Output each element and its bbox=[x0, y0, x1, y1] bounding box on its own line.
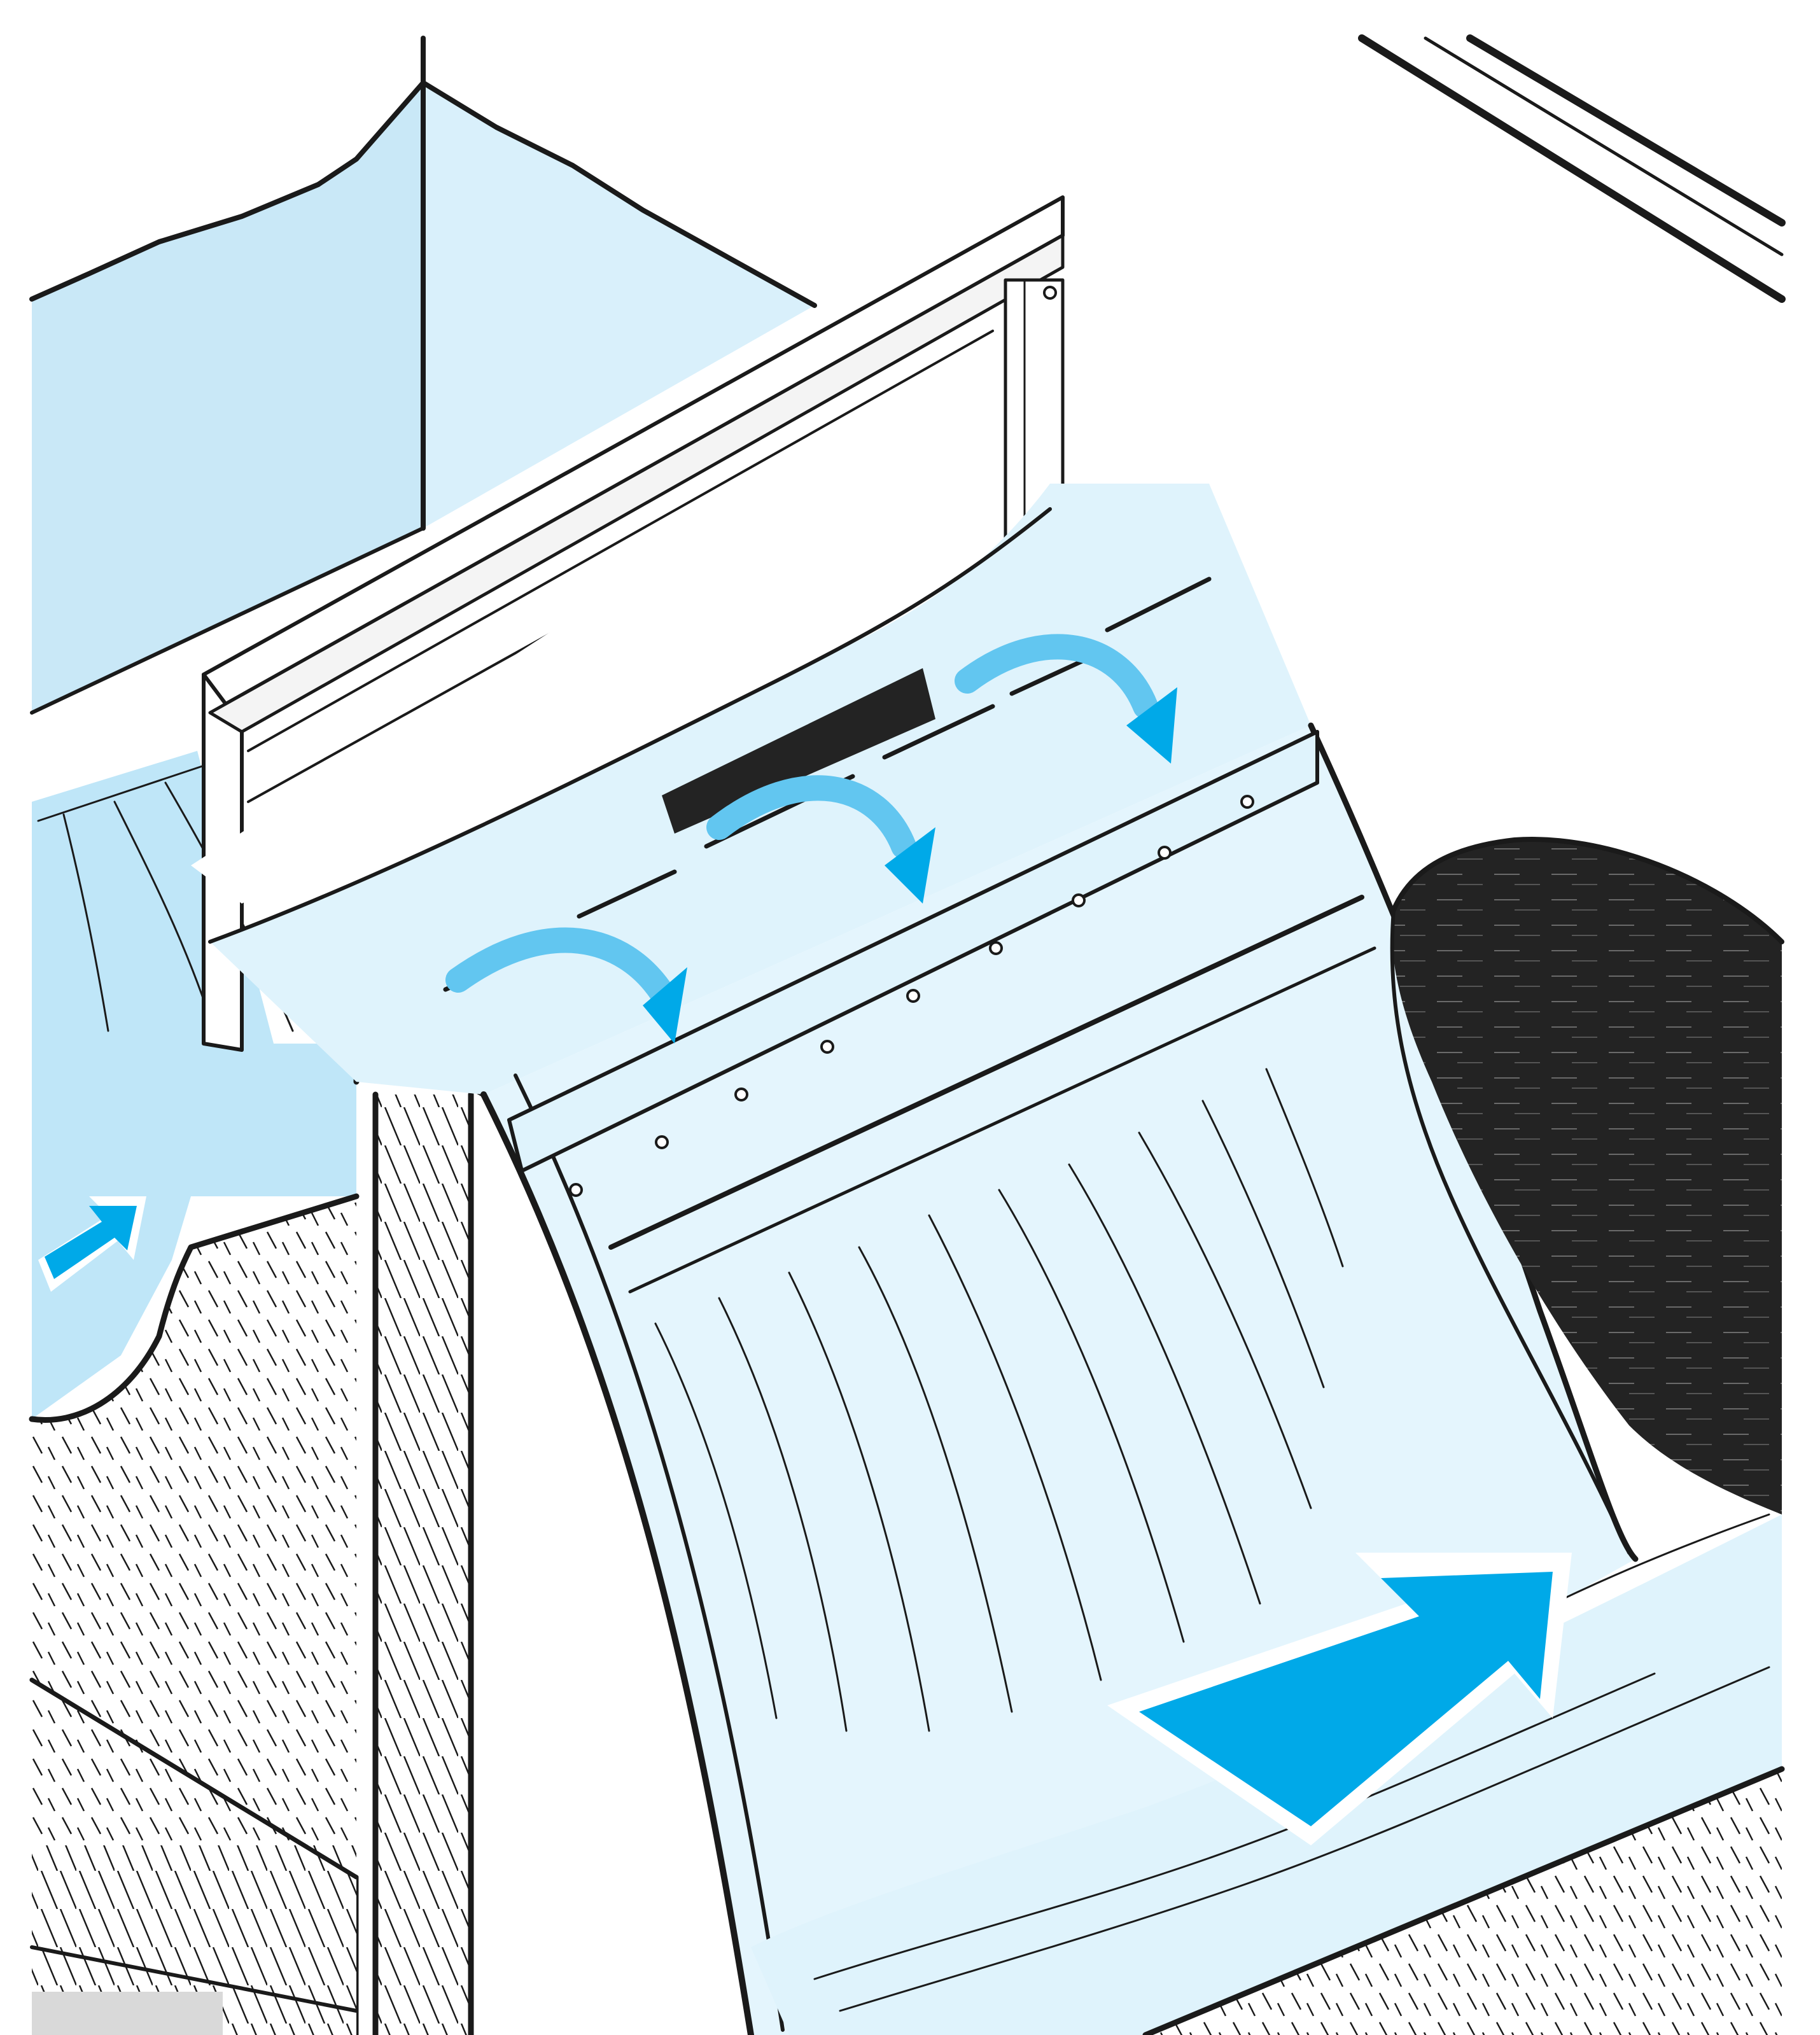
bolts bbox=[569, 795, 1254, 1197]
baffle-plate bbox=[191, 195, 1069, 1052]
flow-arrows bbox=[38, 634, 1572, 1845]
rail-lines bbox=[1358, 34, 1786, 303]
crest-slot bbox=[662, 668, 935, 834]
crest-lines bbox=[443, 577, 1212, 992]
outflow-arrow bbox=[1107, 1553, 1572, 1845]
ground-left bbox=[29, 1193, 360, 2035]
over-weir-arrow-3 bbox=[955, 634, 1177, 764]
upstream-tank bbox=[29, 36, 817, 715]
screen-wires bbox=[654, 1068, 1344, 1732]
over-weir-arrow-2 bbox=[706, 775, 935, 904]
over-weir-arrow-1 bbox=[445, 927, 687, 1044]
weir-wall bbox=[353, 1045, 487, 2035]
plenum-opening bbox=[1390, 837, 1784, 1555]
inflow-arrow bbox=[38, 1196, 146, 1292]
